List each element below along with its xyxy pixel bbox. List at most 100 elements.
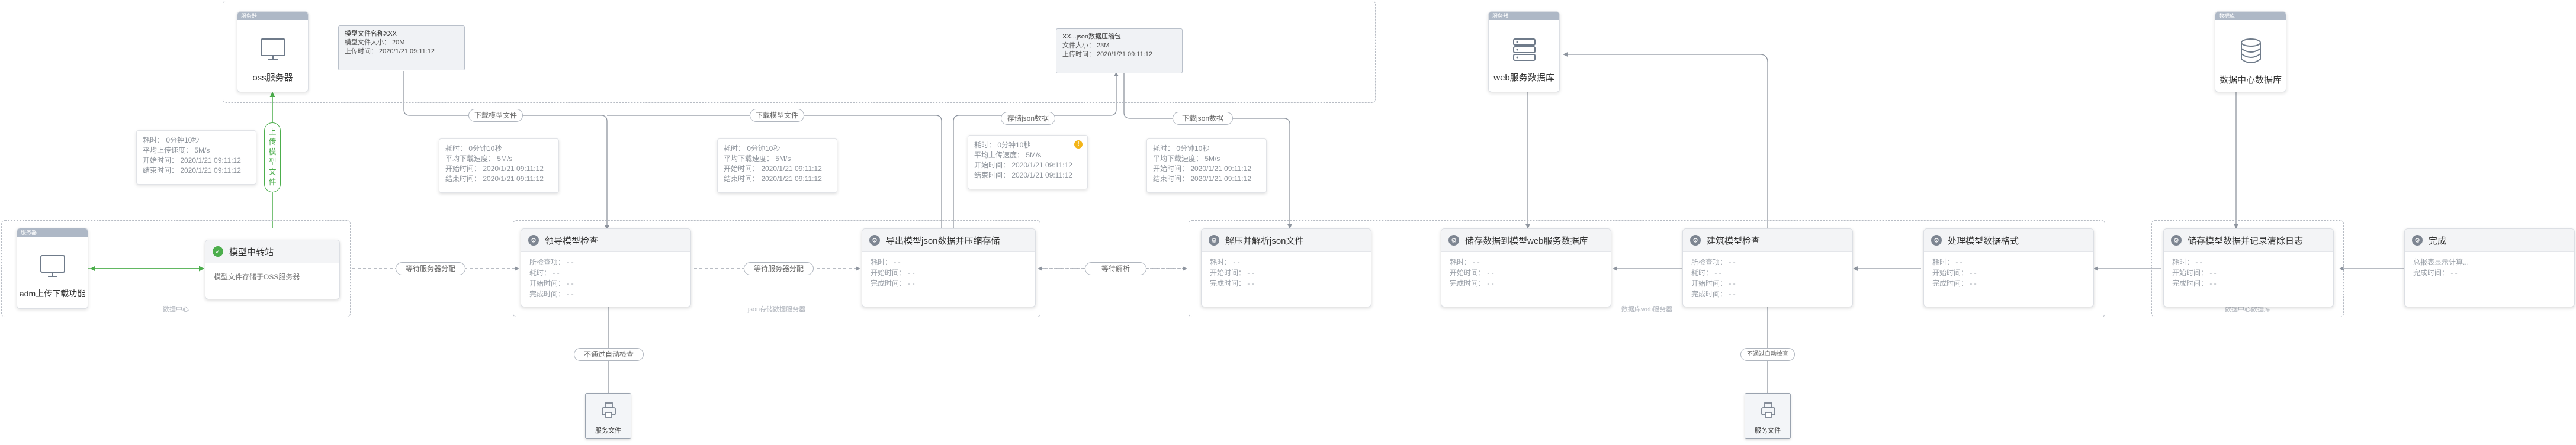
step-icon: ⚙ [2171,235,2182,246]
vertical-char: 上 [268,127,277,136]
step-icon: ⚙ [528,235,539,246]
stat-line: 平均上传速度： 5M/s [974,151,1042,159]
card-line: 总报表显示计算... [2413,258,2469,266]
printer-icon [1761,402,1775,418]
server-name: web服务数据库 [1493,73,1554,83]
step-icon: ⚙ [1448,235,1459,246]
upload-stats: 耗时： 0分钟10秒 平均上传速度： 5M/s 开始时间： 2020/1/21 … [136,130,256,185]
pill-download-model-2[interactable]: 下载模型文件 [750,109,804,122]
card-line: 耗时： - - [1450,258,1480,266]
step-icon: ⚙ [1931,235,1942,246]
desk-service-file-1[interactable]: 服务文件 [585,393,631,439]
card-line: 耗时： - - [871,258,901,266]
datacenter-group [2151,220,2344,317]
desk-label: 服务文件 [1755,427,1781,434]
card-line: 模型文件存储于OSS服务器 [214,273,300,281]
json-file-box[interactable]: XX...json数据压缩包 文件大小： 23M 上传时间： 2020/1/21… [1056,28,1183,73]
model-file-box[interactable]: 模型文件名称XXX 模型文件大小： 20M 上传时间： 2020/1/21 09… [338,25,465,70]
admin-server[interactable]: 服务器 adm上传下载功能 [17,228,88,309]
pill-upload-json[interactable]: 存储json数据 [1001,112,1055,125]
step-icon: ⚙ [1690,235,1701,246]
card-log[interactable]: ⚙储存模型数据并记录清除日志 耗时： - - 开始时间： - - 完成时间： -… [2163,228,2334,307]
web-db-group-label: 数据库web服务器 [1621,306,1673,313]
download-stats-2: 耗时： 0分钟10秒 平均下载速度： 5M/s 开始时间： 2020/1/21 … [717,138,837,193]
stat-line: 开始时间： 2020/1/21 09:11:12 [445,165,544,173]
file-name: 模型文件名称XXX [345,30,397,37]
pill-wait-1[interactable]: 等待服务器分配 [396,262,465,275]
stat-line: 结束时间： 2020/1/21 09:11:12 [974,171,1072,179]
vertical-char: 型 [268,157,277,166]
card-line: 开始时间： - - [871,269,915,277]
card-line: 耗时： - - [1932,258,1962,266]
vertical-char: 件 [268,178,277,186]
card-store[interactable]: ⚙储存数据到模型web服务数据库 耗时： - - 开始时间： - - 完成时间：… [1441,228,1611,307]
card-title: 导出模型json数据并压缩存储 [886,236,1000,246]
card-line: 开始时间： - - [1691,279,1736,288]
stat-line: 结束时间： 2020/1/21 09:11:12 [724,175,822,183]
card-line: 完成时间： - - [1210,279,1254,288]
card-line: 完成时间： - - [2172,279,2217,288]
check-icon: ✓ [213,246,223,257]
card-done[interactable]: ⚙完成 总报表显示计算... 完成时间： - - [2404,228,2575,307]
card-line: 完成时间： - - [1450,279,1494,288]
top-oss-group [223,1,1376,103]
card-title: 模型中转站 [229,247,274,257]
card-parse[interactable]: ⚙ 解压并解析json文件 耗时： - - 开始时间： - - 完成时间： - - [1201,228,1371,307]
card-check-2[interactable]: ⚙建筑模型检查 所检查项： - - 耗时： - - 开始时间： - - 完成时间… [1682,228,1853,307]
step-icon: ⚙ [869,235,880,246]
card-format[interactable]: ⚙处理模型数据格式 耗时： - - 开始时间： - - 完成时间： - - [1923,228,2094,307]
card-export[interactable]: ⚙ 导出模型json数据并压缩存储 耗时： - - 开始时间： - - 完成时间：… [862,228,1036,307]
download-stats-3: 耗时： 0分钟10秒 平均下载速度： 5M/s 开始时间： 2020/1/21 … [1146,138,1267,193]
card-line: 所检查项： - - [529,258,574,266]
card-check-1[interactable]: ⚙领导模型检查 所检查项： - - 耗时： - - 开始时间： - - 完成时间… [521,228,691,307]
file-size: 文件大小： 23M [1062,42,1110,49]
pill-no-check[interactable]: 不通过自动检查 [574,348,644,361]
pill-wait-2[interactable]: 等待服务器分配 [744,262,814,275]
card-line: 完成时间： - - [2413,269,2458,277]
stat-line: 耗时： 0分钟10秒 [445,144,502,153]
oss-server[interactable]: 服务器 oss服务器 [237,11,309,92]
server-tag: 服务器 [17,228,88,237]
desk-service-file-2[interactable]: 服务文件 [1745,393,1791,439]
vertical-char: 文 [268,167,277,176]
desk-label: 服务文件 [595,427,621,434]
vertical-char: 模 [268,147,277,156]
card-line: 开始时间： - - [1210,269,1254,277]
stat-line: 结束时间： 2020/1/21 09:11:12 [445,175,544,183]
server-name: 数据中心数据库 [2219,75,2282,85]
card-title: 领导模型检查 [545,236,599,246]
stat-line: 耗时： 0分钟10秒 [974,141,1031,149]
step-icon: ⚙ [2412,235,2423,246]
warning-icon: ! [1074,140,1083,149]
card-line: 开始时间： - - [529,279,574,288]
monitor-icon [40,255,65,277]
server-tag: 数据库 [2215,12,2286,20]
web-server[interactable]: 服务器 web服务数据库 [1488,11,1560,92]
pill-download-model-1[interactable]: 下载模型文件 [468,109,523,122]
file-time: 上传时间： 2020/1/21 09:11:12 [345,48,435,55]
card-upload[interactable]: ✓ 模型中转站 模型文件存储于OSS服务器 [205,240,340,299]
admin-group [1,220,351,317]
stat-line: 平均下载速度： 5M/s [724,154,791,163]
card-line: 完成时间： - - [871,279,915,288]
card-line: 完成时间： - - [1691,290,1736,298]
pill-check-fail[interactable]: 不通过自动检查 [1740,348,1795,361]
card-line: 开始时间： - - [1450,269,1494,277]
card-line: 耗时： - - [1691,269,1721,277]
stat-line: 开始时间： 2020/1/21 09:11:12 [1153,165,1251,173]
card-line: 耗时： - - [1210,258,1240,266]
step-icon: ⚙ [1209,235,1219,246]
pill-wait-parse[interactable]: 等待解析 [1085,262,1146,275]
datacenter-db-server[interactable]: 数据库 数据中心数据库 [2215,11,2286,92]
card-line: 耗时： - - [529,269,560,277]
server-name: adm上传下载功能 [19,289,86,298]
pill-download-json[interactable]: 下载json数据 [1173,112,1233,125]
card-line: 所检查项： - - [1691,258,1736,266]
json-server-group-label: json存储数据服务器 [747,306,806,313]
pill-upload-model-vertical[interactable]: 上传模型文件 [264,122,281,192]
card-title: 解压并解析json文件 [1225,236,1304,246]
server-rack-icon [1512,38,1536,61]
card-title: 处理模型数据格式 [1948,236,2019,246]
web-db-group [1189,220,2105,317]
vertical-label: 上传模型文件 [265,127,280,187]
